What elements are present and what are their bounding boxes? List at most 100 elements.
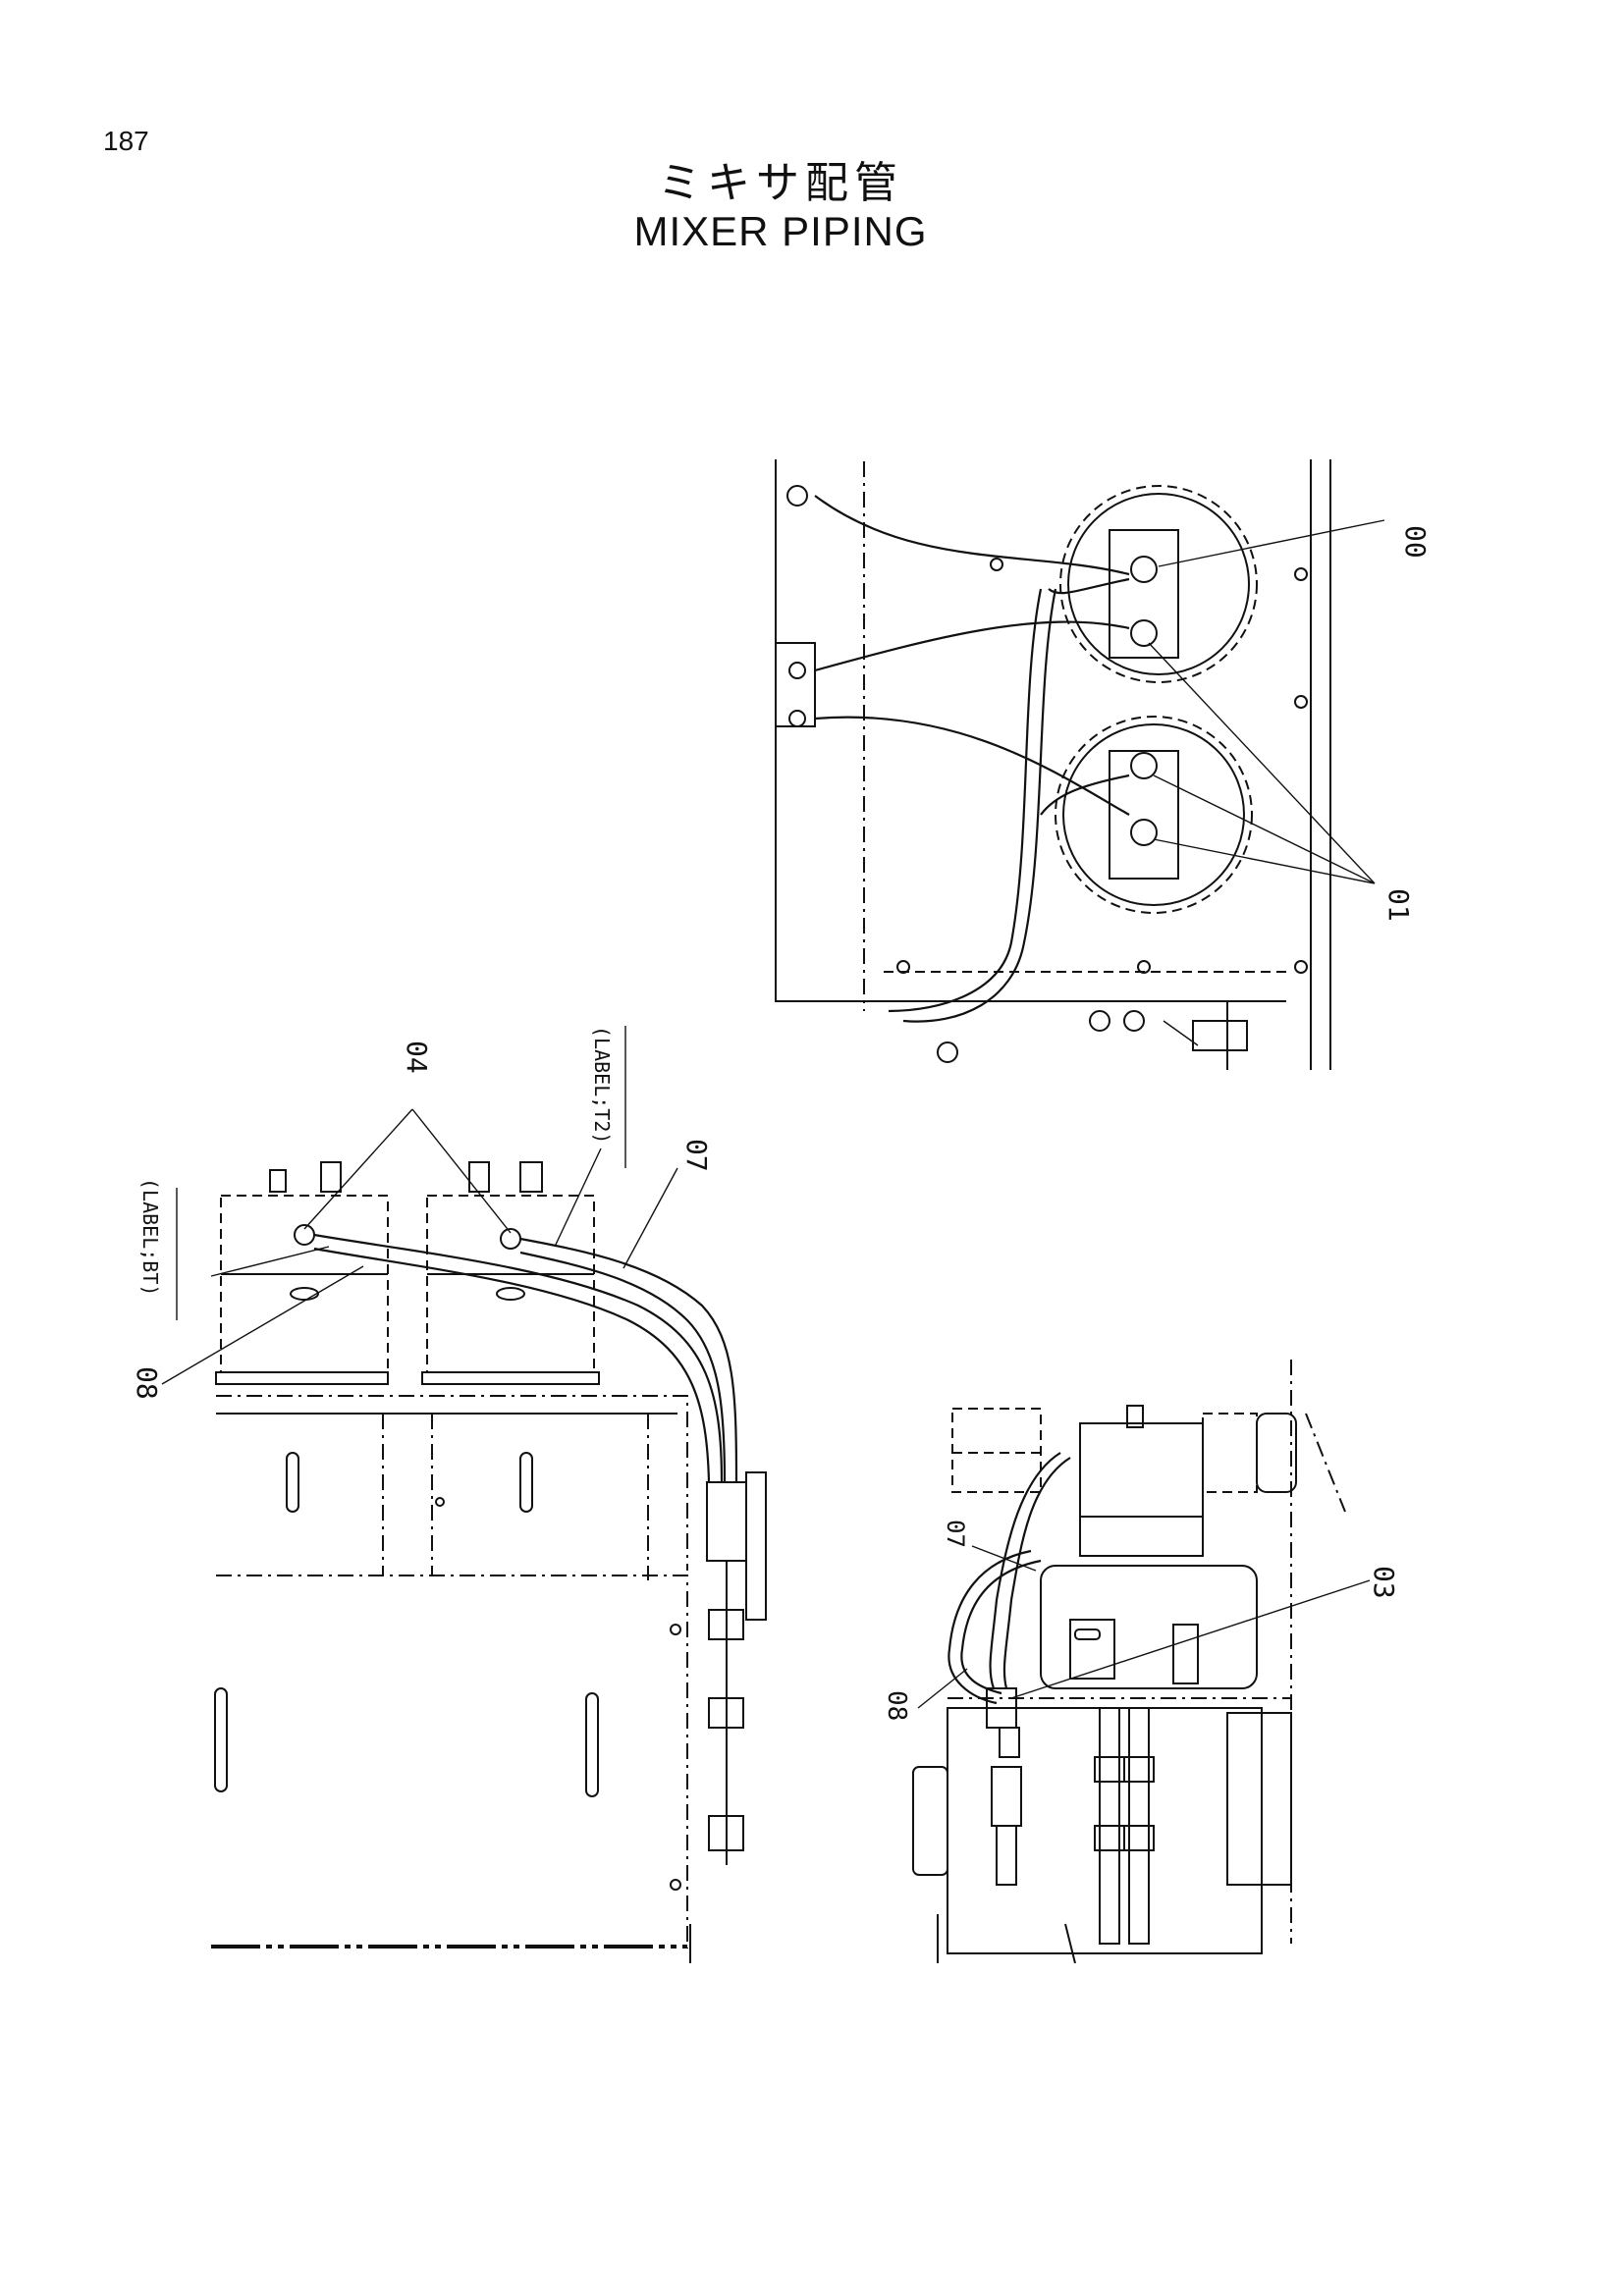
hose	[313, 1247, 711, 1483]
hose	[902, 588, 1057, 1023]
motor-upper	[1067, 493, 1250, 675]
lower-frame	[947, 1707, 1263, 1954]
tank-outline	[1202, 1413, 1258, 1493]
hose	[960, 1559, 1042, 1695]
valve-block-lower	[1109, 750, 1179, 880]
label-bt: (LABEL;BT)	[138, 1178, 162, 1296]
leader-08	[161, 1265, 364, 1385]
slot	[585, 1692, 599, 1797]
filter-stem	[996, 1825, 1017, 1886]
bolt-hole	[990, 558, 1003, 571]
fitting	[1123, 1756, 1155, 1783]
leader-03	[1010, 1579, 1371, 1699]
callout-07: 07	[942, 1520, 969, 1548]
bolt-hole	[1137, 960, 1151, 974]
fitting	[269, 1169, 287, 1193]
filter	[991, 1766, 1022, 1827]
valve-body	[1040, 1565, 1258, 1689]
hole	[670, 1879, 681, 1891]
leader-01	[1153, 774, 1376, 884]
hose	[1048, 577, 1130, 595]
motor-lower-outline	[1055, 716, 1253, 914]
left-view: 04 07 08 (LABEL;BT) (LABEL;T2)	[131, 1026, 767, 1963]
valve-plate	[1069, 1619, 1115, 1680]
structure-outline	[216, 1395, 688, 1571]
hose	[814, 495, 1130, 576]
title-english: MIXER PIPING	[633, 208, 928, 254]
drain-cap	[496, 1287, 525, 1301]
hose	[888, 588, 1043, 1013]
fitting	[999, 1727, 1020, 1758]
slot	[519, 1452, 533, 1513]
cylinder	[1256, 1413, 1297, 1493]
port	[786, 485, 808, 507]
motor-lower	[1062, 723, 1245, 906]
slot	[214, 1687, 228, 1792]
pump-body	[1079, 1516, 1204, 1557]
port	[788, 710, 806, 727]
fitting	[1130, 619, 1158, 647]
leader-04	[411, 1108, 512, 1234]
leader-08	[917, 1668, 968, 1709]
fitting	[937, 1041, 958, 1063]
callout-04: 04	[401, 1041, 433, 1074]
leader-07	[971, 1545, 1037, 1572]
tank-left	[220, 1195, 389, 1373]
bracket-plate	[1192, 1020, 1248, 1051]
callout-01: 01	[1382, 888, 1415, 922]
hose	[814, 716, 1130, 816]
hose	[989, 1452, 1061, 1689]
leader-04	[303, 1108, 413, 1230]
centerline	[1305, 1413, 1346, 1513]
hose	[313, 1233, 724, 1483]
leader-01	[1148, 642, 1376, 884]
handle	[912, 1766, 948, 1876]
bolt-hole	[1294, 695, 1308, 709]
hole	[670, 1624, 681, 1635]
bolt-hole	[1294, 960, 1308, 974]
leader-01	[1153, 838, 1376, 884]
top-view: 00 01	[775, 459, 1432, 1070]
hose	[1002, 1457, 1071, 1689]
page-number: 187	[103, 126, 149, 156]
callout-08: 08	[131, 1366, 163, 1400]
block	[1172, 1624, 1199, 1684]
clamp-bolt	[1123, 1010, 1145, 1032]
callout-07: 07	[680, 1139, 713, 1172]
drain-cap	[290, 1287, 319, 1301]
hole	[435, 1497, 445, 1507]
side-box	[1226, 1712, 1292, 1886]
leader-07	[623, 1167, 678, 1269]
callout-03: 03	[1368, 1566, 1400, 1599]
frame-outline	[775, 459, 1286, 1002]
fitting	[1130, 752, 1158, 779]
fitting	[1123, 1825, 1155, 1851]
fitting	[468, 1161, 490, 1193]
tank-outline	[951, 1408, 1042, 1493]
leader-00	[1158, 519, 1385, 567]
bracket	[745, 1471, 767, 1621]
bolt-hole	[896, 960, 910, 974]
leader-label-bt	[210, 1246, 330, 1277]
tank-base	[215, 1371, 389, 1385]
label-t2: (LABEL;T2)	[590, 1026, 614, 1144]
bottom-right-view: 03 07 08	[882, 1360, 1400, 1964]
leader-label-t2	[554, 1148, 602, 1248]
hose	[947, 1549, 1032, 1705]
tank-block	[1079, 1422, 1204, 1518]
clamp-bolt	[1089, 1010, 1110, 1032]
tank-base	[421, 1371, 600, 1385]
hose	[519, 1251, 727, 1483]
structure-outline	[216, 1575, 688, 1949]
fitting	[1130, 556, 1158, 583]
hose	[519, 1237, 738, 1483]
hose	[814, 620, 1130, 672]
fitting	[1130, 819, 1158, 846]
port-bracket	[775, 642, 816, 727]
fitting	[519, 1161, 543, 1193]
motor-upper-outline	[1059, 485, 1258, 683]
port	[788, 662, 806, 679]
fitting	[320, 1161, 342, 1193]
bolt-hole	[1294, 567, 1308, 581]
